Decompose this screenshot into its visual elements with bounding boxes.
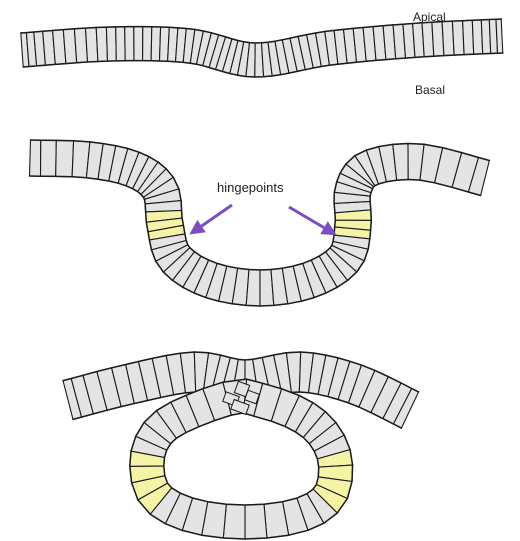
hingepoint-arrow-left [193, 205, 232, 232]
epithelial-cell [246, 270, 260, 307]
epithelial-cell [134, 27, 143, 61]
epithelial-cell [106, 27, 116, 61]
epithelial-cell [96, 27, 107, 61]
epithelial-cell [41, 140, 57, 176]
epithelial-cell [496, 19, 503, 53]
hingepoints-label: hingepoints [217, 180, 284, 195]
epithelial-cell [223, 504, 245, 539]
apical-label: Apical [413, 10, 446, 24]
basal-label: Basal [415, 83, 445, 97]
stage-neural-groove [30, 140, 490, 306]
epithelial-cell [116, 27, 126, 61]
epithelial-cell [30, 140, 41, 176]
epithelial-cell [245, 504, 267, 539]
stage-flat-neural-plate [21, 19, 503, 77]
epithelial-cell [143, 27, 152, 61]
epithelial-cell [125, 27, 134, 61]
hingepoint-arrow-right [289, 207, 333, 233]
epithelial-cell [56, 140, 74, 176]
